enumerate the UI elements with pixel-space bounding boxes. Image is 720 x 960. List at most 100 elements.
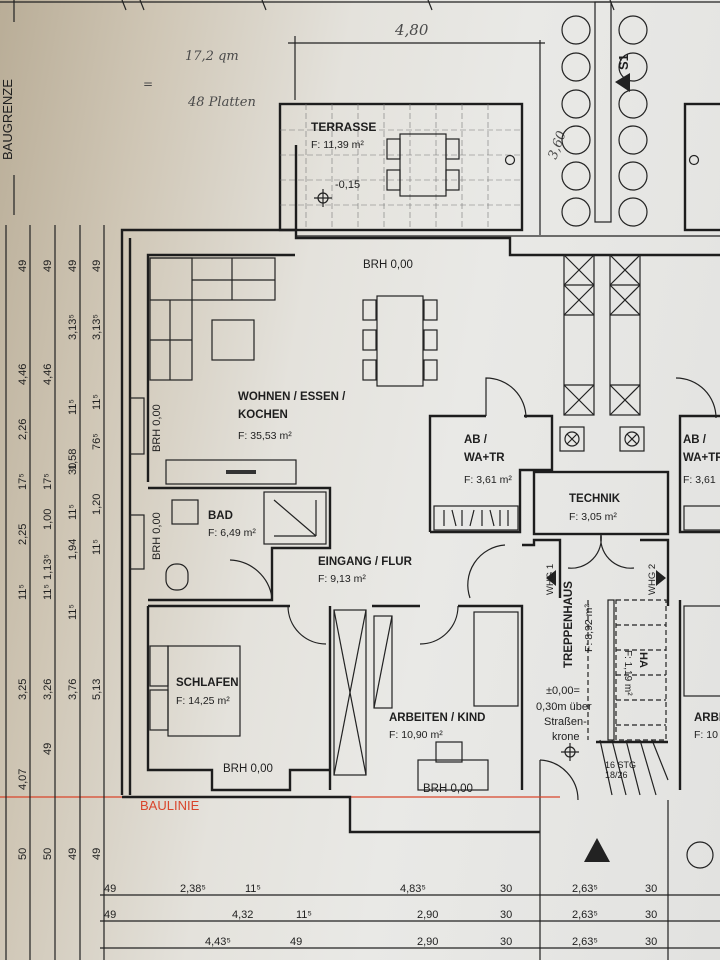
dimension-label: 49 [91,260,103,272]
dimension-label: 4,83⁵ [400,883,426,895]
terrace-level: -0,15 [335,179,360,191]
stair-count: 16 STG [605,760,636,770]
dimension-label: 49 [91,848,103,860]
baulinie-label: BAULINIE [140,798,200,813]
study-area: F: 10,90 m² [389,729,443,741]
dimension-label: 30 [500,936,512,948]
utility-room-left: AB / WA+TR F: 3,61 m² [428,377,554,534]
dimension-label: 11⁵ [91,539,103,555]
dimension-label: 3,76 [67,679,79,700]
study-room-right: ARBE F: 10 [678,600,720,790]
brh-living-side: BRH 0,00 [151,404,163,452]
dimension-label: 2,63⁵ [572,883,598,895]
brh-bath-side: BRH 0,00 [151,512,163,560]
dimension-label: 2,26 [17,419,29,440]
brh-top-label: BRH 0,00 [363,259,413,271]
dimension-label: 2,63⁵ [572,936,598,948]
dimension-label: 49 [42,260,54,272]
shafts [559,254,645,452]
study-right-label: ARBE [694,712,720,724]
dimension-label: 4,46 [17,364,29,385]
handwritten-plates: 48 Platten [187,95,256,110]
study-right-area: F: 10 [694,729,718,741]
dimension-label: 49 [104,883,116,895]
ha-area: F: 1,19 m² [622,650,633,696]
bath-area: F: 6,49 m² [208,527,256,539]
technik-room: TECHNIK F: 3,05 m² [532,470,670,569]
dimension-label: 3,25 [17,679,29,700]
dimension-label: 1,13⁵ [42,554,54,580]
dimension-label: 11⁵ [245,883,261,895]
dimension-label: 5,13 [91,679,103,700]
elevation-note-line4: krone [552,731,580,743]
baugrenze-marker: BAUGRENZE [0,0,15,215]
bottom-dimension-lines [100,894,720,949]
handwritten-area: 17,2 qm [185,49,239,64]
baulinie: BAULINIE [0,795,714,960]
living-label-line1: WOHNEN / ESSEN / [238,391,346,403]
dimension-label: 49 [67,848,79,860]
bedroom-label: SCHLAFEN [176,677,239,689]
utility-right-label-line1: AB / [683,434,707,446]
dimension-label: 3,26 [42,679,54,700]
wardrobes [328,606,393,790]
hedge-trees [561,1,648,227]
terrace-label: TERRASSE [311,120,376,134]
study-room: ARBEITEN / KIND F: 10,90 m² BRH 0,00 [372,604,524,795]
dimension-label: 30 [500,909,512,921]
dimension-label: 50 [17,848,29,860]
dimension-label: 49 [42,743,54,755]
stair-ratio: 18/26 [605,770,628,780]
hallway: EINGANG / FLUR F: 9,13 m² [287,544,506,645]
ha-label: HA [637,652,649,668]
bathroom: BAD F: 6,49 m² BRH 0,00 [129,486,332,602]
utility-right-label-line2: WA+TR [683,452,720,464]
dimension-label: 30 [645,883,657,895]
bedroom-area: F: 14,25 m² [176,695,230,707]
handwritten-equals: = [143,77,153,91]
living-label-line2: KOCHEN [238,409,288,421]
dimension-label: 30 [67,463,79,475]
section-marker-label: S1 [616,54,631,70]
dimension-label: 2,63⁵ [572,909,598,921]
utility-right-area: F: 3,61 [683,474,716,486]
hall-area: F: 9,13 m² [318,573,366,585]
baugrenze-label: BAUGRENZE [0,79,15,160]
dimension-label: 76⁵ [91,433,103,450]
dimension-label: 17⁵ [42,473,54,490]
dimension-label: 11⁵ [67,604,79,620]
handwritten-depth: 3,60 [546,129,570,161]
dimension-label: 1,58 [67,449,79,470]
utility-left-label-line2: WA+TR [464,452,505,464]
dimension-label: 11⁵ [17,584,29,600]
bath-label: BAD [208,510,233,522]
unit2-label: WHG 2 [647,564,658,595]
top-dimension-line [0,0,720,11]
unit1-label: WHG 1 [545,564,556,595]
dimension-label: 49 [67,260,79,272]
dimension-label: 30 [645,909,657,921]
entrance-arrow-icon [584,838,610,862]
dimension-label: 11⁵ [67,504,79,520]
utility-room-right: AB / WA+TR F: 3,61 [675,377,720,534]
terrace-area: F: 11,39 m² [311,139,364,151]
dimension-label: 2,38⁵ [180,883,206,895]
brh-bedroom: BRH 0,00 [223,763,273,775]
utility-left-area: F: 3,61 m² [464,474,512,486]
study-label: ARBEITEN / KIND [389,712,485,724]
dimension-label: 3,13⁵ [67,314,79,340]
brh-study: BRH 0,00 [423,783,473,795]
dimension-label: 3,13⁵ [91,314,103,340]
stairwell-label: TREPPENHAUS [563,581,575,668]
dimension-label: 11⁵ [42,584,54,600]
dimension-label: 17⁵ [17,473,29,490]
hall-label: EINGANG / FLUR [318,556,413,568]
dimension-label: 2,90 [417,936,438,948]
dimension-label: 4,43⁵ [205,936,231,948]
dimension-label: 11⁵ [296,909,312,921]
dimension-label: 50 [42,848,54,860]
technik-area: F: 3,05 m² [569,511,617,523]
dimension-label: 4,32 [232,909,253,921]
bedroom: SCHLAFEN F: 14,25 m² BRH 0,00 [146,604,330,792]
